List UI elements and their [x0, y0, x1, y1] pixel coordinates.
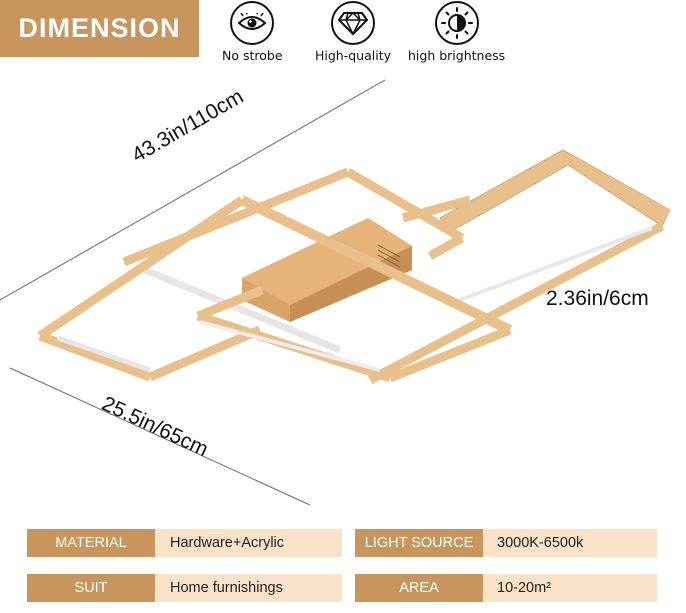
spec-row-area: AREA 10-20m²	[355, 574, 657, 602]
banner-title: DIMENSION	[18, 13, 181, 43]
feature-high-quality: High-quality	[315, 0, 391, 63]
feature-label: High-quality	[315, 48, 392, 63]
dimension-banner: DIMENSION	[0, 0, 199, 57]
spec-row-material: MATERIAL Hardware+Acrylic	[27, 529, 342, 557]
spec-key: MATERIAL	[27, 529, 155, 557]
width-dimension-line	[9, 367, 311, 506]
spec-value: Home furnishings	[155, 574, 342, 602]
rear-left-frame	[122, 167, 465, 354]
spec-key: LIGHT SOURCE	[355, 529, 483, 557]
length-dimension-line	[0, 79, 386, 301]
feature-high-brightness: high brightness	[408, 0, 505, 63]
spec-row-suit: SUIT Home furnishings	[27, 574, 342, 602]
spec-value: 10-20m²	[483, 574, 657, 602]
spec-value: Hardware+Acrylic	[155, 529, 342, 557]
spec-key: SUIT	[27, 574, 155, 602]
feature-label: No strobe	[222, 48, 283, 63]
brightness-icon	[434, 1, 479, 45]
spec-key: AREA	[355, 574, 483, 602]
front-left-frame	[37, 196, 262, 382]
front-diagonal-frame	[196, 195, 513, 383]
spec-row-light-source: LIGHT SOURCE 3000K-6500k	[355, 529, 657, 557]
diamond-icon	[331, 1, 375, 45]
rear-right-frame	[367, 149, 671, 384]
feature-no-strobe: No strobe	[222, 0, 283, 63]
spec-value: 3000K-6500k	[483, 529, 657, 557]
height-dimension-label: 2.36in/6cm	[546, 287, 649, 310]
ceiling-lamp-illustration	[0, 79, 671, 506]
feature-label: high brightness	[408, 48, 506, 63]
eye-icon	[230, 1, 275, 45]
